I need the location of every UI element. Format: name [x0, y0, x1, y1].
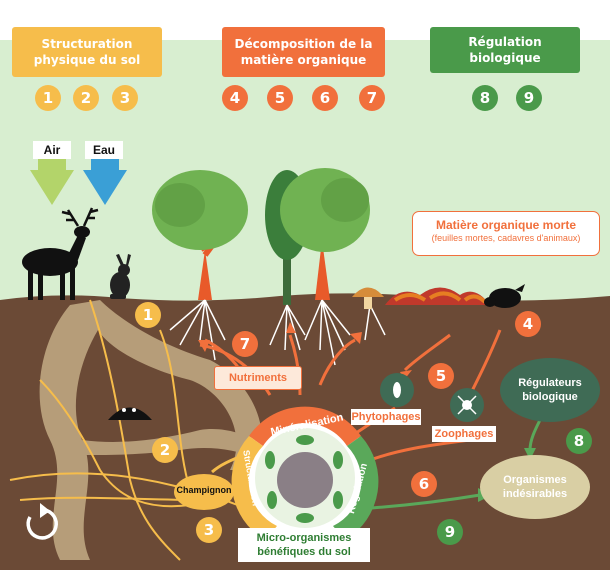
number-8: 8	[472, 85, 498, 111]
badge-3: 3	[196, 517, 222, 543]
dead-matter-subtitle: (feuilles mortes, cadavres d'animaux)	[431, 233, 581, 243]
number-6: 6	[312, 85, 338, 111]
dead-matter-title: Matière organique morte	[435, 218, 577, 232]
regulation-arrow	[371, 493, 481, 510]
mole-tunnel	[39, 300, 263, 560]
dead-animal-icon	[484, 284, 525, 308]
regulators-oval	[500, 358, 600, 422]
replay-icon[interactable]	[26, 503, 58, 540]
mole-icon	[108, 407, 152, 420]
champignon-oval	[174, 474, 234, 510]
microbes-label: Micro-organismes bénéfiques du sol	[238, 528, 370, 562]
regulators-arrow	[528, 419, 542, 451]
water-label: Eau	[85, 141, 123, 159]
regulators-arrowhead	[524, 448, 536, 460]
badge-4: 4	[515, 311, 541, 337]
badge-8: 8	[566, 428, 592, 454]
tree-icon	[152, 170, 248, 300]
badge-5: 5	[428, 363, 454, 389]
champignon-label: Champignon	[176, 485, 232, 495]
phytophages-label: Phytophages	[351, 409, 421, 425]
deer-icon	[22, 207, 99, 300]
category-decomposition: Décomposition de la matière organique	[222, 27, 385, 77]
regulators-label: Régulateurs biologique	[518, 377, 582, 403]
undesirables-oval	[480, 455, 590, 519]
leaf-litter-icon	[385, 287, 490, 305]
roots	[169, 299, 386, 366]
zoophages-label: Zoophages	[432, 426, 496, 442]
category-regulation: Régulation biologique	[430, 27, 580, 73]
badge-2: 2	[152, 437, 178, 463]
number-1: 1	[35, 85, 61, 111]
undesirables-label: Organismes indésirables	[502, 474, 568, 500]
dead-organic-matter-box: Matière organique morte (feuilles mortes…	[412, 211, 600, 256]
number-2: 2	[73, 85, 99, 111]
number-3: 3	[112, 85, 138, 111]
rabbit-icon	[110, 254, 131, 299]
category-structuration: Structuration physique du sol	[12, 27, 162, 77]
badge-6: 6	[411, 471, 437, 497]
microbe-ring	[231, 406, 379, 546]
insect-icon	[380, 373, 414, 407]
number-9: 9	[516, 85, 542, 111]
badge-7: 7	[232, 331, 258, 357]
badge-1: 1	[135, 302, 161, 328]
tree-icon	[280, 168, 370, 300]
badge-9: 9	[437, 519, 463, 545]
number-5: 5	[267, 85, 293, 111]
nutriments-label: Nutriments	[214, 366, 302, 390]
number-7: 7	[359, 85, 385, 111]
number-4: 4	[222, 85, 248, 111]
spider-icon	[450, 388, 484, 422]
air-label: Air	[33, 141, 71, 159]
mushroom-icon	[352, 287, 384, 309]
